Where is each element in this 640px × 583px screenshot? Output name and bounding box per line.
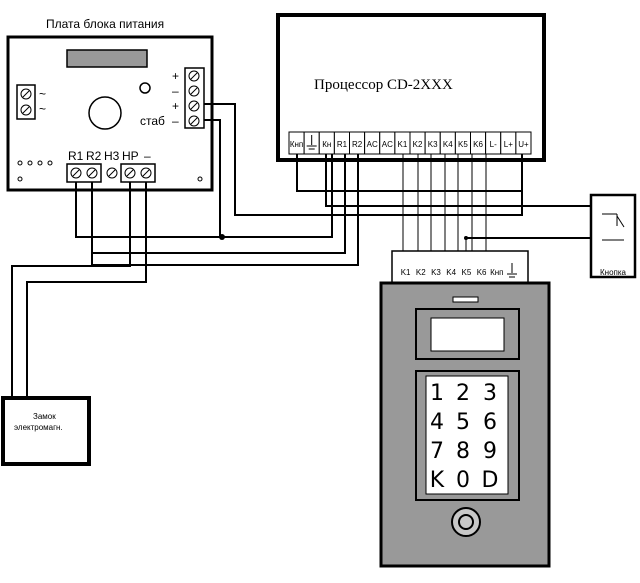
lock-label-line2: электромагн. [14, 423, 63, 432]
power-board-transformer [88, 96, 122, 130]
keypad-key[interactable]: 1 [430, 381, 444, 406]
wire-knp-to-button [325, 154, 592, 207]
button-outline [589, 193, 637, 279]
out-label-hp: HP [122, 149, 139, 163]
ac-terminal-block [16, 84, 36, 120]
keypad-key[interactable]: 5 [456, 410, 470, 435]
processor-terminal-label: AC [367, 140, 378, 149]
processor-terminal-label: L+ [504, 140, 513, 149]
dc-label-3: + [172, 99, 179, 113]
keypad-key[interactable]: D [482, 468, 499, 493]
panel-terminal-label: K3 [431, 268, 441, 277]
keypad-key[interactable]: K [430, 468, 445, 493]
lock-outline [1, 396, 91, 466]
panel-terminal-label: K4 [446, 268, 456, 277]
wire-stab-plus-to-processor [204, 103, 523, 216]
power-board-display [66, 49, 148, 68]
keypad-key[interactable]: 8 [456, 439, 470, 464]
processor-terminal-label: L- [490, 140, 497, 149]
ground-icon [306, 135, 317, 150]
ac-label-1: ~ [39, 87, 46, 101]
ground-icon [507, 263, 517, 278]
panel-display-screen [430, 317, 505, 352]
wire-r1-to-processor [75, 154, 333, 238]
out-label-h3: H3 [104, 149, 120, 163]
power-supply-board: Плата блока питания стаб ~ ~ + – + – [6, 17, 214, 192]
keypad-key[interactable]: 0 [456, 468, 470, 493]
processor-terminal-label: K2 [413, 140, 423, 149]
keypad-key[interactable]: 6 [483, 410, 497, 435]
dc-label-2: – [172, 84, 179, 98]
button-label: Кнопка [600, 268, 627, 277]
processor-terminal-label: R2 [352, 140, 363, 149]
keypad-key[interactable]: 4 [430, 410, 444, 435]
wire-kn-to-button [296, 154, 522, 192]
panel-keypad-face [425, 375, 509, 495]
panel-terminal-label: K1 [401, 268, 411, 277]
dc-label-1: + [172, 69, 179, 83]
out-label-minus: – [144, 149, 151, 163]
output-terminal-block [66, 163, 156, 183]
power-board-title: Плата блока питания [46, 17, 164, 31]
panel-terminal-label: K6 [477, 268, 487, 277]
processor-terminal-label: K3 [428, 140, 438, 149]
board-holes [17, 160, 203, 182]
panel-speaker-slot [452, 296, 479, 303]
bus-wires [402, 154, 487, 251]
keypad-key[interactable]: 9 [483, 439, 497, 464]
processor-terminal [515, 131, 532, 155]
lock-label-line1: Замок [33, 412, 56, 421]
keypad-key[interactable]: 3 [483, 381, 497, 406]
processor-unit: Процессор CD-2XXX Кнп Кн R1 R2 AC AC K1 K2 K3 K4 K… [276, 13, 546, 162]
out-label-r2: R2 [86, 149, 102, 163]
panel-camera-lens [458, 514, 474, 530]
keypad-key[interactable]: 2 [456, 381, 470, 406]
stab-label: стаб [140, 114, 165, 128]
exit-button: Кнопка [589, 193, 637, 279]
panel-terminal-label: Кнп [490, 268, 503, 277]
processor-terminal-label: K6 [473, 140, 483, 149]
processor-title: Процессор CD-2XXX [314, 77, 453, 93]
ac-label-2: ~ [39, 102, 46, 116]
processor-terminal-label: Кн [322, 140, 331, 149]
wire-stab-minus-to-processor [204, 119, 221, 237]
panel-terminal-label: K5 [462, 268, 472, 277]
electromagnetic-lock: Замок электромагн. [1, 396, 91, 466]
processor-terminal-label: AC [382, 140, 393, 149]
power-board-led [139, 82, 151, 94]
processor-terminal-label: K5 [458, 140, 468, 149]
wire-hp-to-lock [11, 182, 131, 398]
processor-terminal-label: R1 [337, 140, 348, 149]
dc-label-4: – [172, 114, 179, 128]
processor-terminal-label: Кнп [290, 140, 303, 149]
wire-r2-to-processor [91, 154, 346, 254]
out-label-r1: R1 [68, 149, 84, 163]
processor-terminal-label: K4 [443, 140, 453, 149]
panel-terminal-label: K2 [416, 268, 426, 277]
wiring [11, 103, 592, 398]
wire-r2-to-processor-ac [91, 154, 359, 266]
processor-terminal-label: K1 [398, 140, 408, 149]
keypad-key[interactable]: 7 [430, 439, 444, 464]
dc-terminal-block [184, 67, 205, 129]
wire-minus-to-lock [26, 182, 147, 398]
wire-junction-1 [219, 234, 225, 240]
processor-terminal-label: U+ [518, 140, 529, 149]
